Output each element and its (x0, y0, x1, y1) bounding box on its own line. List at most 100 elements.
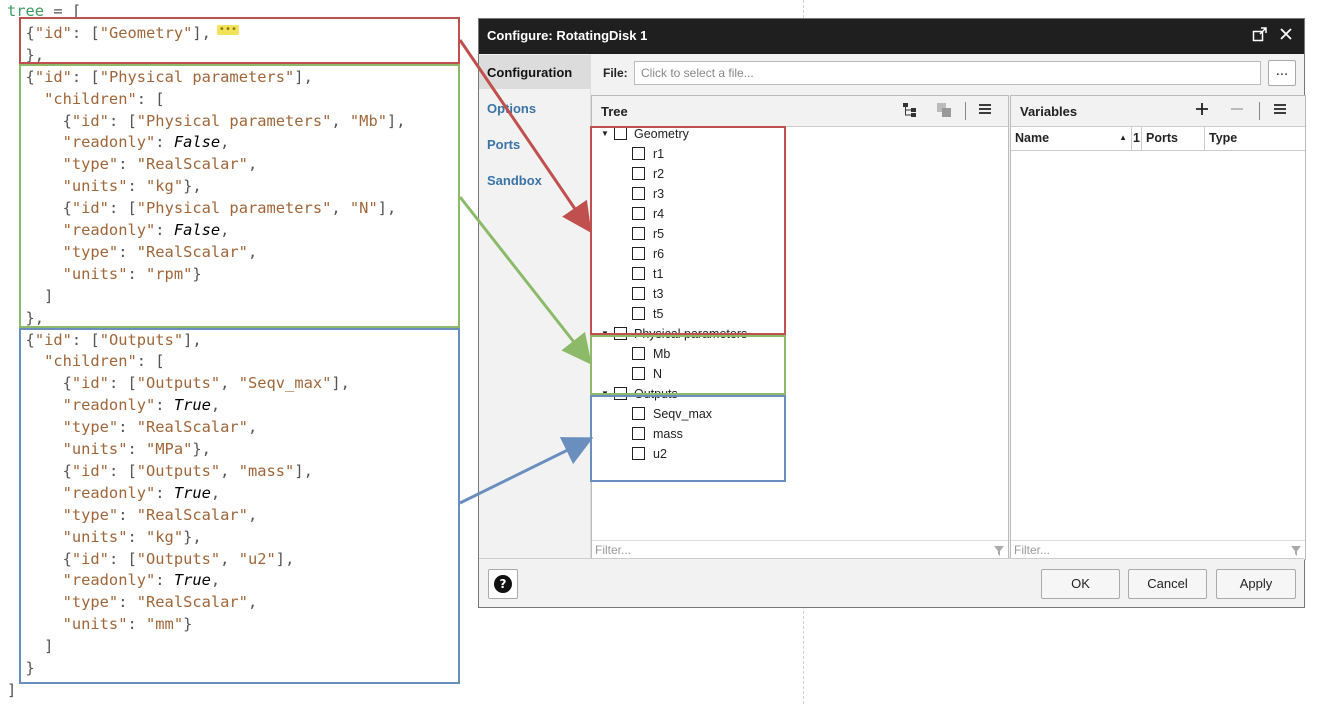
tree-item[interactable]: r5 (592, 224, 892, 244)
tree-item[interactable]: Mb (592, 344, 892, 364)
code-token: : (118, 593, 137, 612)
code-token: "rpm" (146, 264, 193, 283)
variables-filter-input[interactable]: Filter... (1011, 540, 1305, 559)
code-line: }, (7, 44, 45, 66)
code-line: "readonly": True, (7, 482, 221, 504)
tree-item-label: r3 (653, 187, 665, 201)
code-line: "readonly": True, (7, 569, 221, 591)
code-token: "type" (7, 593, 119, 612)
code-token: "RealScalar" (136, 593, 248, 612)
configuration-content: File: Click to select a file... ... Tree… (591, 54, 1306, 560)
checkbox[interactable] (632, 167, 645, 180)
code-token: = [ (44, 2, 82, 20)
code-token: "RealScalar" (136, 505, 248, 524)
code-token: }, (7, 308, 45, 327)
tree-item[interactable]: r1 (592, 144, 892, 164)
tree-filter-input[interactable]: Filter... (592, 540, 1008, 559)
checkbox[interactable] (632, 247, 645, 260)
code-token: "id" (71, 199, 109, 218)
code-token: , (247, 242, 258, 261)
column-index-label: 1 (1133, 131, 1140, 145)
tree-item-label: N (653, 367, 663, 381)
code-token: : (127, 615, 147, 634)
tree-item-label: r5 (653, 227, 665, 241)
tree-item[interactable]: t5 (592, 304, 892, 324)
code-token: "children" (7, 89, 137, 108)
code-token: : [ (71, 330, 100, 349)
menu-icon[interactable] (976, 102, 994, 120)
tree-item[interactable]: r3 (592, 184, 892, 204)
tree-item[interactable]: t3 (592, 284, 892, 304)
expand-collapse-icon[interactable] (935, 102, 953, 120)
code-token: { (7, 111, 72, 130)
tree-item[interactable]: u2 (592, 444, 892, 464)
tree-item[interactable]: Seqv_max (592, 404, 892, 424)
column-index[interactable]: 1 (1132, 127, 1142, 151)
tree-item[interactable]: mass (592, 424, 892, 444)
code-token: : (127, 177, 147, 196)
checkbox[interactable] (632, 307, 645, 320)
nav-ports[interactable]: Ports (487, 137, 521, 152)
hierarchy-icon[interactable] (901, 102, 919, 120)
configure-dialog: Configure: RotatingDisk 1 Configuration … (478, 18, 1306, 608)
checkbox[interactable] (632, 227, 645, 240)
tree-item[interactable]: N (592, 364, 892, 384)
checkbox[interactable] (632, 367, 645, 380)
add-icon[interactable] (1193, 102, 1211, 120)
code-token: ], (331, 374, 350, 393)
code-token: "id" (71, 549, 109, 568)
file-input[interactable]: Click to select a file... (634, 61, 1261, 85)
checkbox[interactable] (632, 207, 645, 220)
code-token: "units" (7, 264, 128, 283)
code-line: {"id": ["Outputs"], (7, 329, 202, 351)
code-token: } (183, 615, 193, 634)
checkbox[interactable] (632, 447, 645, 460)
column-type-label: Type (1209, 131, 1238, 145)
nav-options[interactable]: Options (487, 101, 537, 116)
cancel-button[interactable]: Cancel (1128, 569, 1207, 599)
expand-arrow-icon[interactable]: ▼ (601, 129, 609, 138)
tree-item[interactable]: r2 (592, 164, 892, 184)
popout-icon[interactable] (1250, 26, 1270, 46)
code-token: : [ (71, 67, 100, 86)
close-icon[interactable] (1276, 26, 1296, 46)
checkbox[interactable] (632, 187, 645, 200)
tree-item-label: mass (653, 427, 683, 441)
code-token: "type" (7, 155, 119, 174)
nav-sandbox[interactable]: Sandbox (487, 173, 542, 188)
code-token: , (220, 133, 230, 152)
code-token: : [ (71, 23, 100, 42)
outputs-tree-highlight (590, 395, 786, 482)
code-token: "units" (7, 527, 128, 546)
checkbox[interactable] (632, 267, 645, 280)
filter-icon[interactable] (1290, 545, 1302, 557)
nav-configuration[interactable]: Configuration (479, 55, 590, 89)
tree-item[interactable]: r4 (592, 204, 892, 224)
checkbox[interactable] (632, 287, 645, 300)
apply-button[interactable]: Apply (1216, 569, 1296, 599)
column-ports[interactable]: Ports (1142, 127, 1205, 151)
column-type[interactable]: Type (1205, 127, 1305, 151)
checkbox[interactable] (632, 347, 645, 360)
menu-icon[interactable] (1271, 102, 1289, 120)
tree-item[interactable]: t1 (592, 264, 892, 284)
remove-icon[interactable] (1228, 102, 1246, 120)
checkbox[interactable] (632, 407, 645, 420)
code-token: , (247, 155, 258, 174)
checkbox[interactable] (632, 427, 645, 440)
header-divider (965, 102, 966, 120)
code-token: "Outputs" (136, 461, 221, 480)
column-name[interactable]: Name ▲ (1011, 127, 1132, 151)
help-button[interactable]: ? (488, 569, 518, 599)
ok-button[interactable]: OK (1041, 569, 1120, 599)
fold-marker[interactable]: ••• (216, 24, 239, 36)
browse-button[interactable]: ... (1268, 60, 1296, 86)
checkbox[interactable] (632, 147, 645, 160)
code-token: "children" (7, 352, 137, 371)
tree-item[interactable]: r6 (592, 244, 892, 264)
filter-icon[interactable] (993, 545, 1005, 557)
code-token: , (210, 483, 221, 502)
outputs-highlight-box (19, 328, 460, 684)
code-line: "readonly": False, (7, 219, 230, 241)
code-token: "mm" (146, 615, 184, 634)
